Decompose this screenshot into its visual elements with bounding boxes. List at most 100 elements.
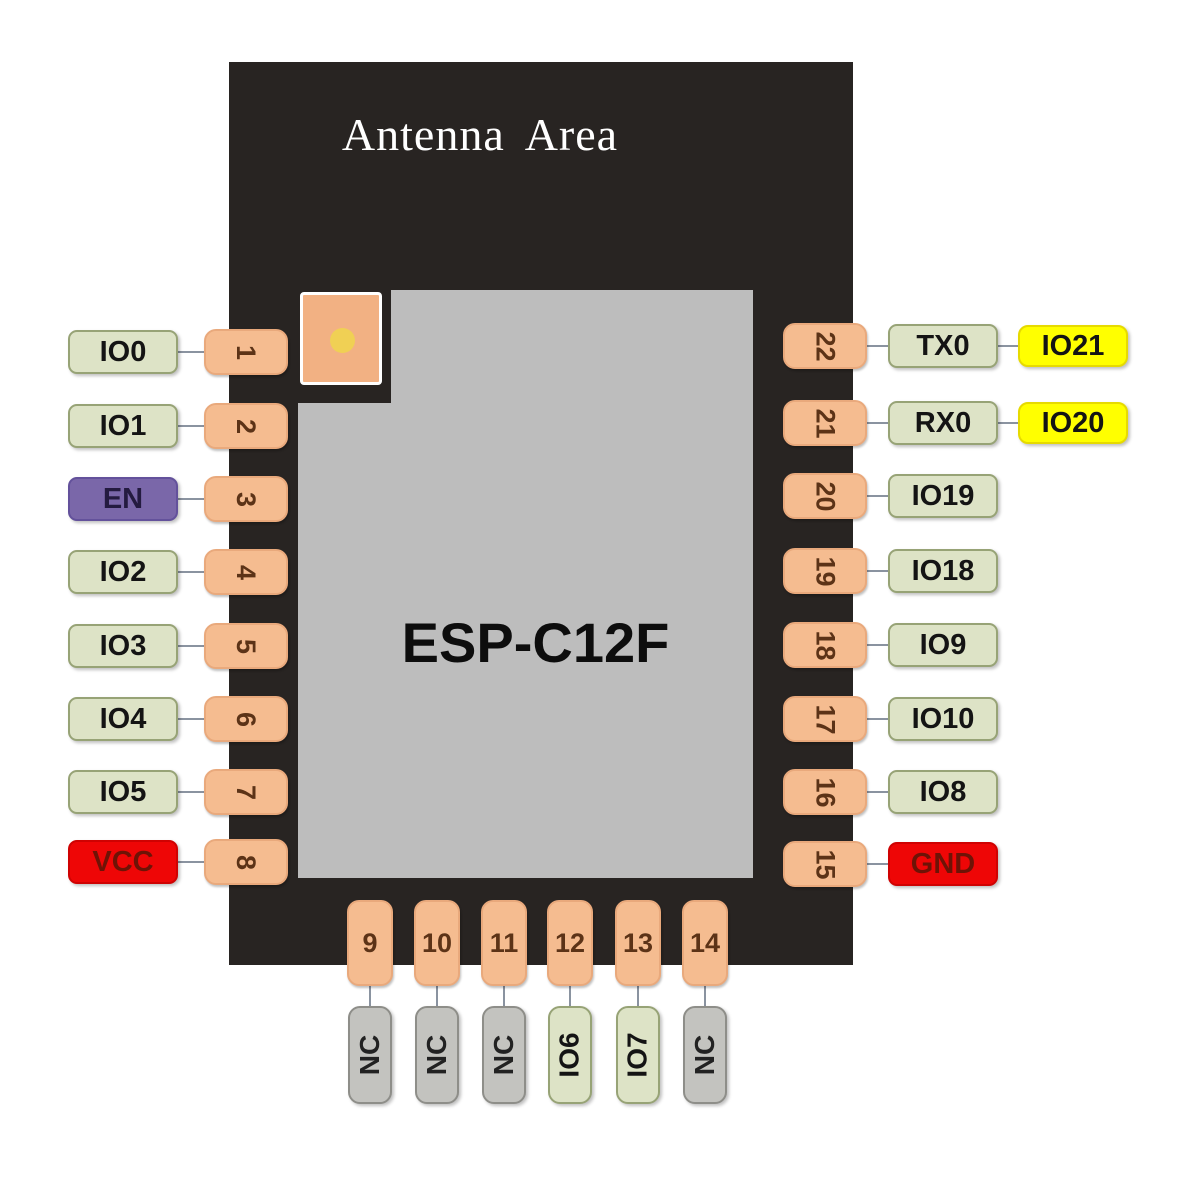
- connector-line: [178, 718, 206, 720]
- connector-line: [369, 986, 371, 1006]
- pin-pad-16: 16: [783, 769, 867, 815]
- connector-line: [998, 345, 1018, 347]
- pin-label-TX0: TX0: [888, 324, 998, 368]
- pin-pad-18: 18: [783, 622, 867, 668]
- pin-number-11: 11: [489, 927, 519, 958]
- pin-label-bottom-9: NC: [348, 1006, 392, 1104]
- connector-line: [178, 791, 206, 793]
- pin-pad-17: 17: [783, 696, 867, 742]
- pin-number-8: 8: [231, 854, 262, 870]
- pin-label-text: NC: [421, 1034, 453, 1076]
- connector-line: [867, 863, 888, 865]
- pin-label-RX0: RX0: [888, 401, 998, 445]
- pin-pad-15: 15: [783, 841, 867, 887]
- antenna-area-label: Antenna Area: [341, 109, 619, 160]
- connector-line: [178, 425, 206, 427]
- pin-label-IO1: IO1: [68, 404, 178, 448]
- connector-line: [867, 570, 888, 572]
- connector-line: [867, 644, 888, 646]
- pin-pad-8: 8: [204, 839, 288, 885]
- connector-line: [867, 422, 888, 424]
- connector-line: [704, 986, 706, 1006]
- antenna-feed-dot: [330, 328, 355, 353]
- pin-label-IO18: IO18: [888, 549, 998, 593]
- pin-number-2: 2: [231, 418, 262, 434]
- connector-line: [178, 645, 206, 647]
- pin-label-IO0: IO0: [68, 330, 178, 374]
- connector-line: [178, 571, 206, 573]
- pin-label-text: NC: [689, 1034, 721, 1076]
- pin-number-4: 4: [231, 564, 262, 580]
- pin-number-10: 10: [421, 927, 453, 958]
- connector-line: [569, 986, 571, 1006]
- pin-label-VCC: VCC: [68, 840, 178, 884]
- pin-label-text: IO6: [554, 1032, 586, 1078]
- pin-pad-22: 22: [783, 323, 867, 369]
- chip-name-label: ESP-C12F: [401, 611, 670, 674]
- pin-label-bottom-12: IO6: [548, 1006, 592, 1104]
- pin-pad-10: 10: [414, 900, 460, 986]
- pin-number-20: 20: [810, 480, 841, 512]
- pin-pad-11: 11: [481, 900, 527, 986]
- pin-number-22: 22: [810, 330, 841, 362]
- connector-line: [637, 986, 639, 1006]
- pin-number-12: 12: [554, 927, 586, 958]
- pin-pad-6: 6: [204, 696, 288, 742]
- pin-label-bottom-10: NC: [415, 1006, 459, 1104]
- connector-line: [867, 718, 888, 720]
- pin-label-IO5: IO5: [68, 770, 178, 814]
- connector-line: [178, 498, 206, 500]
- alt-function-label-IO20: IO20: [1018, 402, 1128, 444]
- pin-label-bottom-13: IO7: [616, 1006, 660, 1104]
- pin-pad-4: 4: [204, 549, 288, 595]
- pin-number-6: 6: [231, 711, 262, 727]
- pin-label-text: NC: [354, 1034, 386, 1076]
- connector-line: [178, 861, 206, 863]
- pin-label-IO3: IO3: [68, 624, 178, 668]
- pin-pad-13: 13: [615, 900, 661, 986]
- pin-number-13: 13: [622, 927, 654, 958]
- pin-pad-7: 7: [204, 769, 288, 815]
- pin-pad-1: 1: [204, 329, 288, 375]
- pin-number-3: 3: [231, 491, 262, 507]
- connector-line: [867, 345, 888, 347]
- pin-number-16: 16: [810, 776, 841, 808]
- pin-number-18: 18: [810, 629, 841, 661]
- pin-pad-19: 19: [783, 548, 867, 594]
- pin-label-EN: EN: [68, 477, 178, 521]
- pin-number-9: 9: [362, 927, 378, 958]
- connector-line: [178, 351, 206, 353]
- pin-pad-9: 9: [347, 900, 393, 986]
- pin-number-14: 14: [689, 927, 721, 958]
- pin-label-IO9: IO9: [888, 623, 998, 667]
- pin-label-IO10: IO10: [888, 697, 998, 741]
- pin-label-IO4: IO4: [68, 697, 178, 741]
- pin-number-15: 15: [810, 848, 841, 880]
- pin-pad-21: 21: [783, 400, 867, 446]
- pin-number-7: 7: [231, 784, 262, 800]
- pin-label-text: NC: [488, 1034, 520, 1076]
- connector-line: [436, 986, 438, 1006]
- pin-label-IO19: IO19: [888, 474, 998, 518]
- alt-function-label-IO21: IO21: [1018, 325, 1128, 367]
- pin-number-5: 5: [231, 638, 262, 654]
- pin-number-1: 1: [231, 344, 262, 360]
- pin-label-IO2: IO2: [68, 550, 178, 594]
- pin-number-19: 19: [810, 555, 841, 587]
- pin-number-21: 21: [810, 407, 841, 439]
- pin-pad-12: 12: [547, 900, 593, 986]
- pin-label-bottom-14: NC: [683, 1006, 727, 1104]
- pin-label-IO8: IO8: [888, 770, 998, 814]
- pin-pad-20: 20: [783, 473, 867, 519]
- pin-pad-3: 3: [204, 476, 288, 522]
- connector-line: [998, 422, 1018, 424]
- pin-label-bottom-11: NC: [482, 1006, 526, 1104]
- pin-label-text: IO7: [622, 1032, 654, 1078]
- pin-label-GND: GND: [888, 842, 998, 886]
- pin-pad-14: 14: [682, 900, 728, 986]
- connector-line: [503, 986, 505, 1006]
- pin-pad-2: 2: [204, 403, 288, 449]
- pin-pad-5: 5: [204, 623, 288, 669]
- connector-line: [867, 495, 888, 497]
